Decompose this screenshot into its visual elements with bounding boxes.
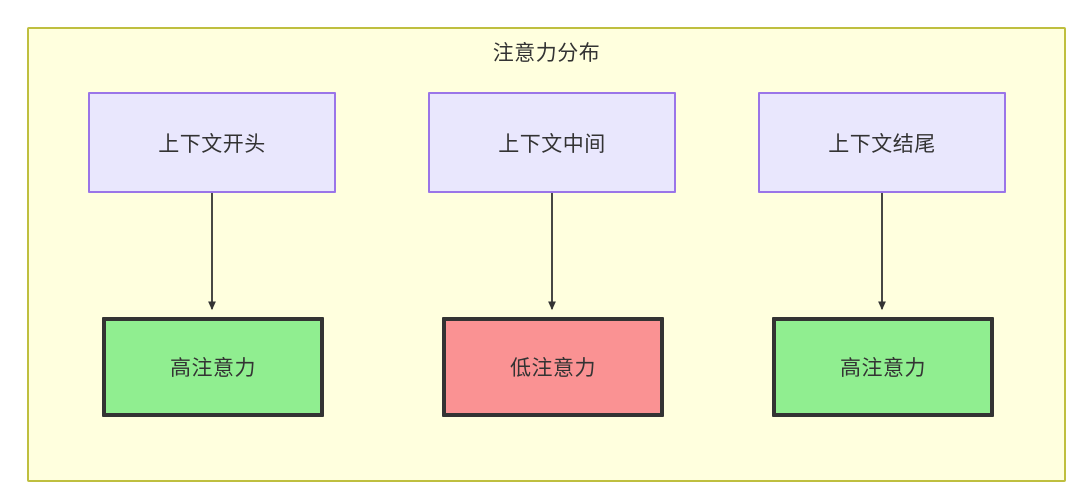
node-context-start[interactable]: 上下文开头 xyxy=(88,92,336,193)
node-low-attention-middle[interactable]: 低注意力 xyxy=(442,317,664,417)
node-high-attention-end[interactable]: 高注意力 xyxy=(772,317,994,417)
node-context-end[interactable]: 上下文结尾 xyxy=(758,92,1006,193)
node-label: 高注意力 xyxy=(170,357,256,380)
node-label: 上下文结尾 xyxy=(828,132,936,156)
node-label: 上下文中间 xyxy=(498,132,606,156)
subgraph-title: 注意力分布 xyxy=(492,42,601,65)
node-high-attention-start[interactable]: 高注意力 xyxy=(102,317,324,417)
node-label: 高注意力 xyxy=(840,357,926,380)
node-label: 上下文开头 xyxy=(158,132,266,156)
node-context-middle[interactable]: 上下文中间 xyxy=(428,92,676,193)
node-label: 低注意力 xyxy=(510,357,596,380)
